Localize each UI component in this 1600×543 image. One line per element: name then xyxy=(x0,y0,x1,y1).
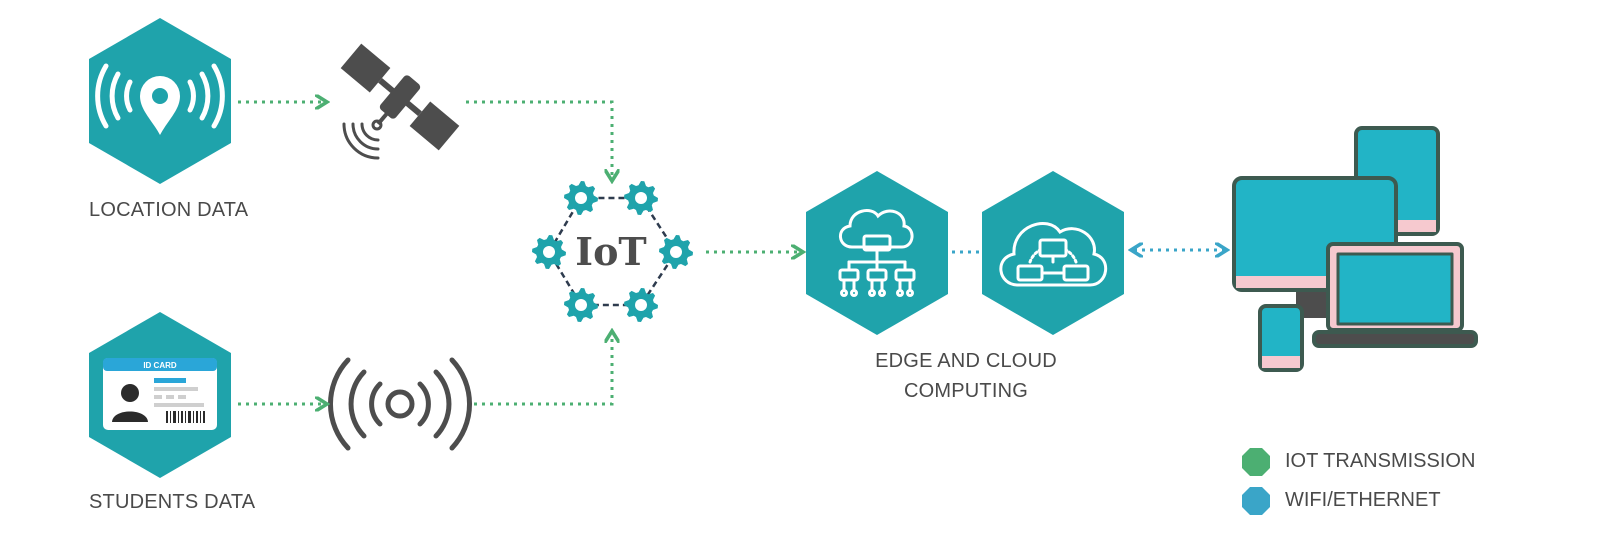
gear-hole xyxy=(635,299,647,311)
location-data-label: LOCATION DATA xyxy=(89,199,249,221)
cloud-computers-icon xyxy=(999,222,1107,287)
gear-hole xyxy=(670,246,682,258)
cloud-computing-node xyxy=(982,171,1124,335)
gear-hole xyxy=(575,192,587,204)
link-rfid-to-iot xyxy=(474,334,612,406)
legend-iot-transmission-swatch xyxy=(1242,448,1270,476)
iot-transmission-links xyxy=(238,102,800,404)
edge-cloud-label-line1: EDGE AND CLOUD xyxy=(875,350,1057,372)
students-data-label: STUDENTS DATA xyxy=(89,491,256,513)
location-pin-icon xyxy=(95,63,225,135)
id-card-icon: ID CARD xyxy=(103,358,217,430)
gear-hole xyxy=(635,192,647,204)
satellite-icon xyxy=(340,43,460,160)
legend-wifi-ethernet-label: WIFI/ETHERNET xyxy=(1285,489,1441,511)
rfid-wave-icon xyxy=(328,357,472,451)
iot-hub: IoT xyxy=(532,181,693,322)
legend-markers xyxy=(1242,448,1270,515)
gear-icons xyxy=(532,181,693,322)
legend-wifi-ethernet-swatch xyxy=(1242,487,1270,515)
location-data-node xyxy=(89,18,231,184)
edge-computing-node xyxy=(806,171,948,335)
cloud-network-icon xyxy=(838,209,916,297)
gear-hole xyxy=(543,246,555,258)
wifi-ethernet-links xyxy=(952,250,1224,252)
link-satellite-to-iot xyxy=(466,100,612,178)
id-card-title: ID CARD xyxy=(143,361,177,370)
edge-cloud-label-line2: COMPUTING xyxy=(903,380,1029,402)
devices-icon xyxy=(1232,126,1478,372)
iot-label: IoT xyxy=(575,229,646,274)
students-data-node: ID CARD xyxy=(89,312,231,478)
gear-hole xyxy=(575,299,587,311)
legend-iot-transmission-label: IOT TRANSMISSION xyxy=(1285,450,1476,472)
phone-device xyxy=(1258,304,1304,372)
